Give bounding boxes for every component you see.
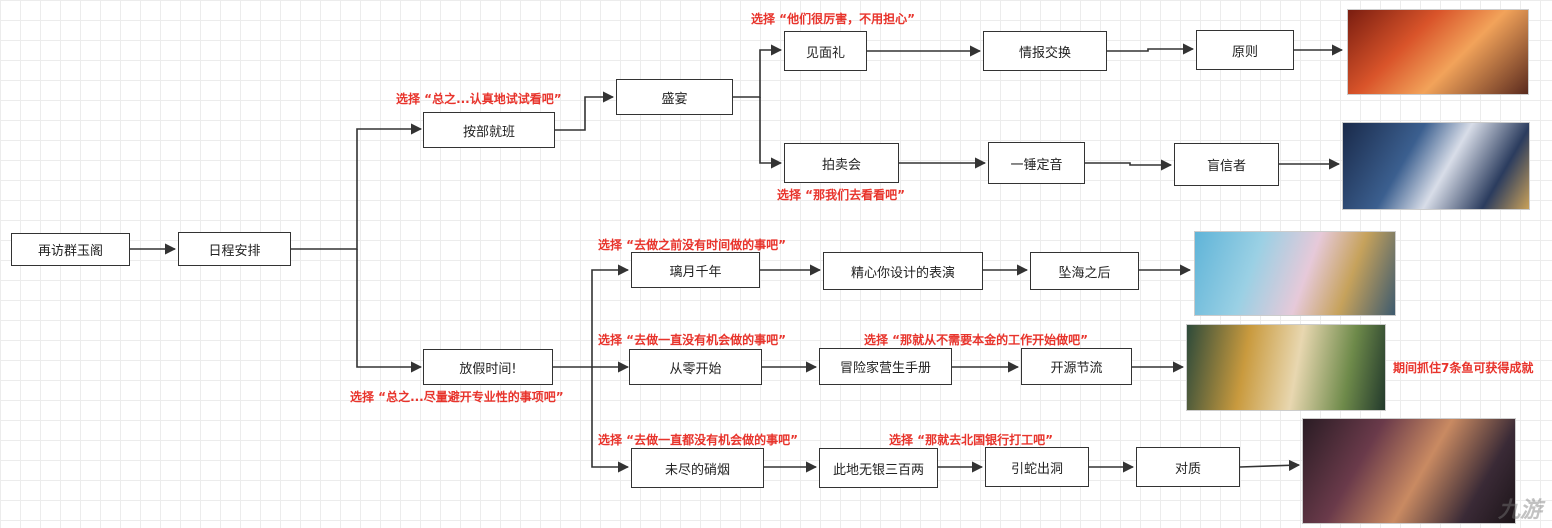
ending-screenshot-confront bbox=[1302, 418, 1516, 524]
note-smoke-choice: 选择 “去做一直都没有机会做的事吧” bbox=[598, 433, 798, 447]
node-liuli[interactable]: 璃月千年 bbox=[631, 252, 760, 288]
ending-screenshot-believer bbox=[1342, 122, 1530, 210]
node-revisit[interactable]: 再访群玉阁 bbox=[11, 233, 130, 266]
note-handbook-choice: 选择 “那就从不需要本金的工作开始做吧” bbox=[864, 333, 1088, 347]
ending-screenshot-opensource bbox=[1186, 324, 1386, 411]
ending-screenshot-principle bbox=[1347, 9, 1529, 95]
node-believer[interactable]: 盲信者 bbox=[1174, 143, 1279, 186]
node-confront[interactable]: 对质 bbox=[1136, 447, 1240, 487]
note-routine-choice: 选择 “总之...认真地试试看吧” bbox=[396, 92, 562, 106]
node-afterfall[interactable]: 坠海之后 bbox=[1030, 252, 1139, 290]
note-holiday-choice: 选择 “总之...尽量避开专业性的事项吧” bbox=[350, 390, 564, 404]
node-gavel[interactable]: 一锤定音 bbox=[988, 142, 1085, 184]
node-schedule[interactable]: 日程安排 bbox=[178, 232, 291, 266]
node-principle[interactable]: 原则 bbox=[1196, 30, 1294, 70]
note-no-silver-choice: 选择 “那就去北国银行打工吧” bbox=[889, 433, 1053, 447]
node-holiday[interactable]: 放假时间! bbox=[423, 349, 553, 385]
node-routine[interactable]: 按部就班 bbox=[423, 112, 555, 148]
note-scratch-choice: 选择 “去做一直没有机会做的事吧” bbox=[598, 333, 786, 347]
node-smoke[interactable]: 未尽的硝烟 bbox=[631, 448, 764, 488]
watermark-logo: 九游 bbox=[1497, 498, 1542, 523]
node-no-silver[interactable]: 此地无银三百两 bbox=[819, 448, 938, 488]
node-lure[interactable]: 引蛇出洞 bbox=[985, 447, 1089, 487]
ending-screenshot-afterfall bbox=[1194, 231, 1396, 316]
node-performance[interactable]: 精心你设计的表演 bbox=[823, 252, 983, 290]
node-opensource[interactable]: 开源节流 bbox=[1021, 348, 1132, 385]
note-liuli-choice: 选择 “去做之前没有时间做的事吧” bbox=[598, 238, 786, 252]
note-fish-achievement: 期间抓住7条鱼可获得成就 bbox=[1393, 361, 1534, 375]
node-intel[interactable]: 情报交换 bbox=[983, 31, 1107, 71]
note-auction-choice: 选择 “那我们去看看吧” bbox=[777, 188, 905, 202]
note-gift-choice: 选择 “他们很厉害，不用担心” bbox=[751, 12, 915, 26]
node-handbook[interactable]: 冒险家营生手册 bbox=[819, 348, 952, 385]
node-gift[interactable]: 见面礼 bbox=[784, 31, 867, 71]
node-scratch[interactable]: 从零开始 bbox=[629, 349, 762, 385]
node-banquet[interactable]: 盛宴 bbox=[616, 79, 733, 115]
node-auction[interactable]: 拍卖会 bbox=[784, 143, 899, 183]
